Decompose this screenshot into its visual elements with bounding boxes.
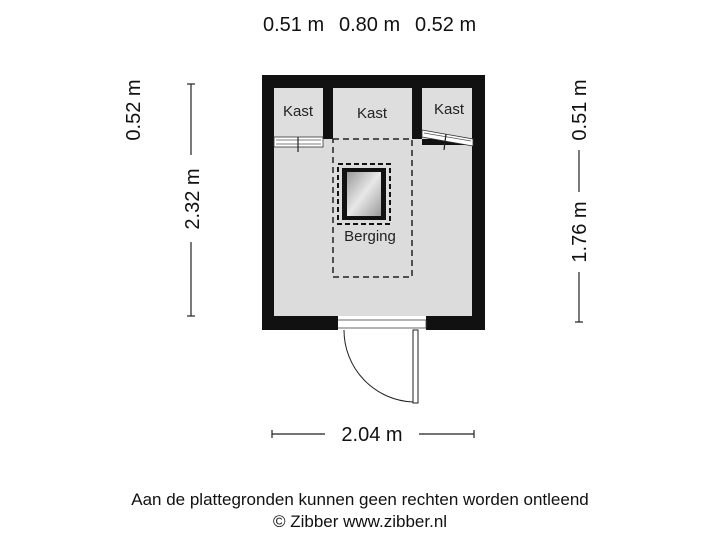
copyright-text: © Zibber www.zibber.nl — [272, 512, 448, 531]
disclaimer-text: Aan de plattegronden kunnen geen rechten… — [131, 490, 589, 509]
closet-left-door — [273, 136, 324, 152]
closet-right-door — [421, 129, 474, 151]
room-label-closet-right: Kast — [434, 101, 465, 118]
dimension-top-right: 0.52 m — [415, 14, 476, 36]
dimension-bottom: 2.04 m — [341, 424, 402, 446]
room-label-closet-left: Kast — [283, 103, 314, 120]
dimension-left-main: 2.32 m — [182, 168, 204, 229]
hatch-icon — [337, 163, 391, 225]
dimension-lines — [187, 83, 583, 438]
closet-right-floor — [422, 88, 472, 139]
closet-left-floor — [274, 88, 323, 139]
dimension-left-top: 0.52 m — [123, 79, 145, 140]
storage-outline — [332, 138, 413, 278]
door-jamb-left — [334, 316, 338, 330]
room-label-closet-middle: Kast — [357, 105, 388, 122]
closet-middle-floor — [333, 88, 412, 139]
closet-middle-opening — [323, 139, 422, 145]
dimension-right-top: 0.51 m — [569, 79, 591, 140]
dimension-right-main: 1.76 m — [569, 201, 591, 262]
entrance-door — [343, 329, 419, 404]
dimension-top-left: 0.51 m — [263, 14, 324, 36]
room-label-storage: Berging — [344, 228, 396, 245]
dimension-top-middle: 0.80 m — [339, 14, 400, 36]
door-threshold — [335, 319, 427, 329]
